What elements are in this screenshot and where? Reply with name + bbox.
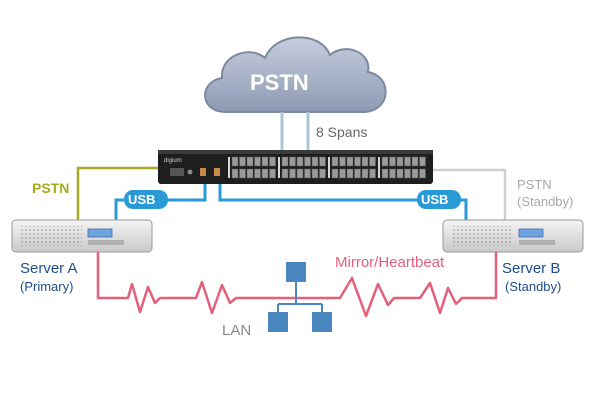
gateway-port: [396, 168, 404, 179]
gateway-port: [354, 168, 361, 179]
lan-node-right: [312, 312, 332, 332]
gateway-port: [304, 168, 311, 179]
usb-pill-b: [417, 190, 461, 209]
gateway-port: [411, 168, 419, 179]
gateway-port: [304, 156, 311, 167]
gateway-port: [281, 168, 289, 179]
gateway-port: [289, 168, 296, 179]
gateway-port: [404, 168, 411, 179]
gateway-port: [361, 168, 369, 179]
gateway-brand-label: digium: [164, 158, 182, 164]
server-b-name: Server B: [502, 260, 561, 277]
gateway-port-separator: [378, 157, 380, 178]
lan-hub-box: [286, 262, 306, 282]
pstn-primary-line: [76, 166, 158, 222]
gateway-port: [254, 168, 261, 179]
gateway-port: [319, 156, 326, 167]
gateway-port-separator: [228, 157, 230, 178]
heartbeat-line: [96, 252, 498, 318]
server-a-role: (Primary): [20, 279, 74, 294]
gateway-port: [361, 156, 369, 167]
server-b-chassis: [442, 219, 584, 253]
gateway-port: [289, 156, 296, 167]
usb-line-b: [218, 182, 468, 222]
gateway-port: [261, 156, 269, 167]
gateway-port: [246, 156, 254, 167]
server-a-name: Server A: [20, 260, 78, 277]
usb-pill-a: [124, 190, 168, 209]
gateway-port: [254, 156, 261, 167]
gateway-port: [231, 156, 239, 167]
gateway-port: [231, 168, 239, 179]
gateway-port: [339, 156, 346, 167]
gateway-port: [296, 156, 304, 167]
gateway-port: [319, 168, 326, 179]
heartbeat-label: Mirror/Heartbeat: [335, 254, 445, 271]
pstn-standby-line: [433, 168, 507, 222]
gateway-port: [331, 168, 339, 179]
server-a-chassis: [11, 219, 153, 253]
pstn-standby-label-line2: (Standby): [517, 194, 574, 209]
gateway-port: [354, 156, 361, 167]
gateway-port-separator: [278, 157, 280, 178]
gateway-port: [369, 168, 376, 179]
pstn-primary-label: PSTN: [32, 180, 70, 196]
gateway-port: [311, 168, 319, 179]
gateway-port: [381, 168, 389, 179]
gateway-port: [404, 156, 411, 167]
trunk-label: 8 Spans: [316, 124, 368, 140]
pstn-standby-label-line1: PSTN: [517, 177, 552, 192]
gateway-port: [239, 156, 246, 167]
gateway-port: [281, 156, 289, 167]
gateway-port: [311, 156, 319, 167]
gateway-port: [346, 156, 354, 167]
lan-node-left: [268, 312, 288, 332]
gateway-port: [419, 168, 426, 179]
gateway-port: [269, 168, 276, 179]
lan-label: LAN: [222, 322, 252, 339]
gateway-port: [246, 168, 254, 179]
pstn-cloud-shape: [204, 36, 387, 113]
gateway-port: [419, 156, 426, 167]
gateway-port: [296, 168, 304, 179]
gateway-port-separator: [328, 157, 330, 178]
gateway-port: [331, 156, 339, 167]
cloud-label: PSTN: [250, 70, 309, 95]
gateway-port: [411, 156, 419, 167]
lan-network: [268, 262, 332, 332]
usb-label-b: USB: [421, 192, 449, 207]
gateway-port: [346, 168, 354, 179]
gateway-port: [339, 168, 346, 179]
gateway-port: [389, 156, 396, 167]
gateway-port: [389, 168, 396, 179]
pstn-standby-label: PSTN (Standby): [517, 176, 573, 210]
gateway-port: [261, 168, 269, 179]
gateway-port: [369, 156, 376, 167]
server-b-role: (Standby): [505, 279, 562, 294]
usb-label-a: USB: [128, 192, 156, 207]
gateway-port: [396, 156, 404, 167]
gateway-port: [381, 156, 389, 167]
gateway-port: [239, 168, 246, 179]
gateway-port: [269, 156, 276, 167]
digium-gateway: [158, 150, 433, 184]
